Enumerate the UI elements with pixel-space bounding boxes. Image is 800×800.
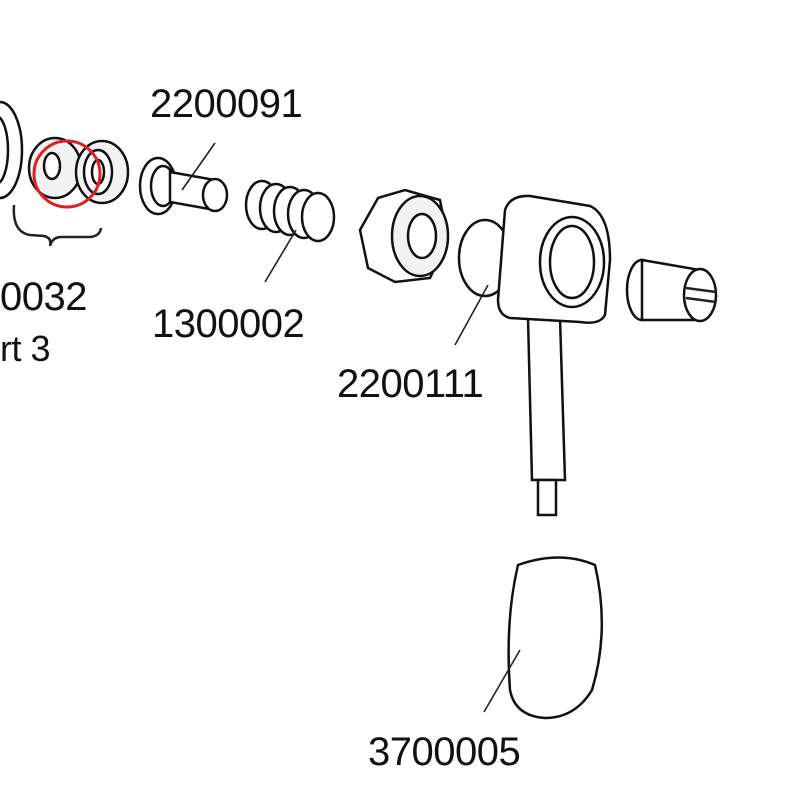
part-label-washer-set: 0032: [0, 275, 87, 319]
washer-pair: [27, 136, 130, 205]
ring-part: [0, 100, 24, 200]
sleeve-part: [138, 142, 229, 216]
highlight-circle: [32, 139, 102, 209]
knob-part: [483, 556, 604, 720]
part-label-washer-note: rt 3: [0, 328, 51, 369]
spring-part: [244, 179, 336, 283]
lever-body-part: [496, 194, 612, 517]
part-label-sleeve: 2200091: [150, 82, 303, 126]
bracket: [12, 204, 103, 247]
screw-part: [625, 258, 718, 323]
part-label-knob: 3700005: [368, 730, 521, 774]
nut-part: [358, 188, 450, 284]
part-label-lever-body: 2200111: [337, 362, 484, 406]
part-label-spring: 1300002: [152, 302, 305, 346]
